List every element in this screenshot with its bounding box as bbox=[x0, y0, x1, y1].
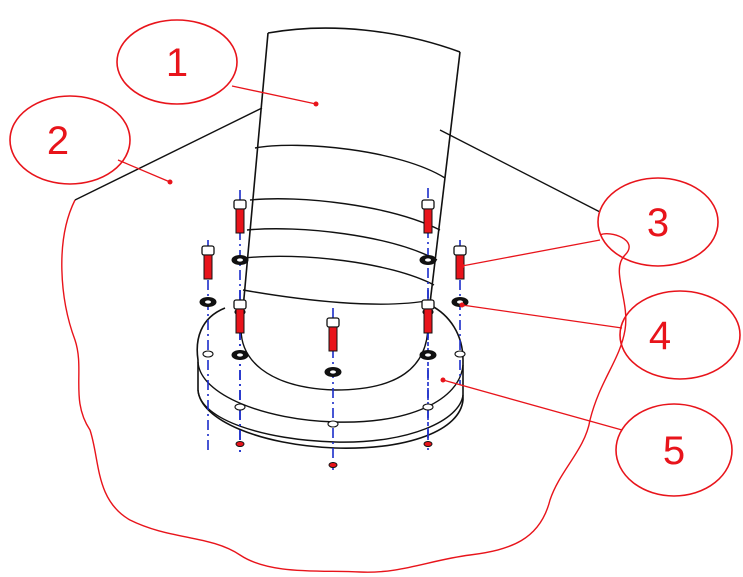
callout-5: 5 bbox=[615, 403, 733, 497]
washer-hole-5 bbox=[425, 353, 431, 357]
leader-line-2 bbox=[117, 159, 171, 183]
callout-5-label: 5 bbox=[663, 429, 685, 473]
bolt-shank-2 bbox=[235, 308, 245, 334]
callout-2-label: 2 bbox=[47, 119, 69, 163]
bolt-head-5 bbox=[421, 299, 435, 310]
leader-dots bbox=[167, 101, 465, 383]
bolt-shank-1 bbox=[235, 208, 245, 234]
bolt-head-0 bbox=[201, 245, 215, 256]
flange-hole-2 bbox=[234, 403, 246, 411]
edge-line-right bbox=[439, 129, 601, 213]
callout-1-label: 1 bbox=[166, 41, 188, 85]
bolt-head-6 bbox=[453, 245, 467, 256]
callout-3-label: 3 bbox=[647, 201, 669, 245]
washer-hole-4 bbox=[425, 258, 431, 262]
bolt-shank-3 bbox=[328, 326, 338, 352]
bolt-head-1 bbox=[233, 199, 247, 210]
flange-hole-3 bbox=[327, 420, 339, 428]
bolt-shank-0 bbox=[203, 254, 213, 280]
flange-hole-5 bbox=[422, 403, 434, 411]
leader-lines bbox=[117, 85, 623, 431]
washer-hole-1 bbox=[237, 258, 243, 262]
leader-line-5 bbox=[442, 379, 623, 431]
callout-3: 3 bbox=[597, 177, 719, 267]
bolt-head-3 bbox=[326, 317, 340, 328]
bottom-nut-0 bbox=[235, 441, 245, 447]
leader-line-4 bbox=[461, 304, 623, 329]
edge-line-left bbox=[74, 107, 263, 201]
callout-4: 4 bbox=[619, 290, 741, 380]
washer-hole-2 bbox=[237, 353, 243, 357]
bolt-head-4 bbox=[421, 199, 435, 210]
fastener-group bbox=[199, 188, 469, 470]
leader-line-3 bbox=[461, 239, 601, 267]
bolt-shank-5 bbox=[423, 308, 433, 334]
bottom-nut-2 bbox=[423, 441, 433, 447]
base-outline bbox=[61, 199, 630, 573]
callout-1: 1 bbox=[116, 19, 238, 105]
washer-hole-0 bbox=[205, 300, 211, 304]
callout-2: 2 bbox=[9, 95, 131, 185]
bolt-head-2 bbox=[233, 299, 247, 310]
flange-hole-6 bbox=[454, 350, 466, 358]
bottom-nut-1 bbox=[328, 462, 338, 468]
flange-hole-0 bbox=[202, 350, 214, 358]
leader-line-1 bbox=[231, 85, 317, 105]
bolt-shank-4 bbox=[423, 208, 433, 234]
callout-4-label: 4 bbox=[649, 314, 671, 358]
washer-hole-3 bbox=[330, 370, 336, 374]
